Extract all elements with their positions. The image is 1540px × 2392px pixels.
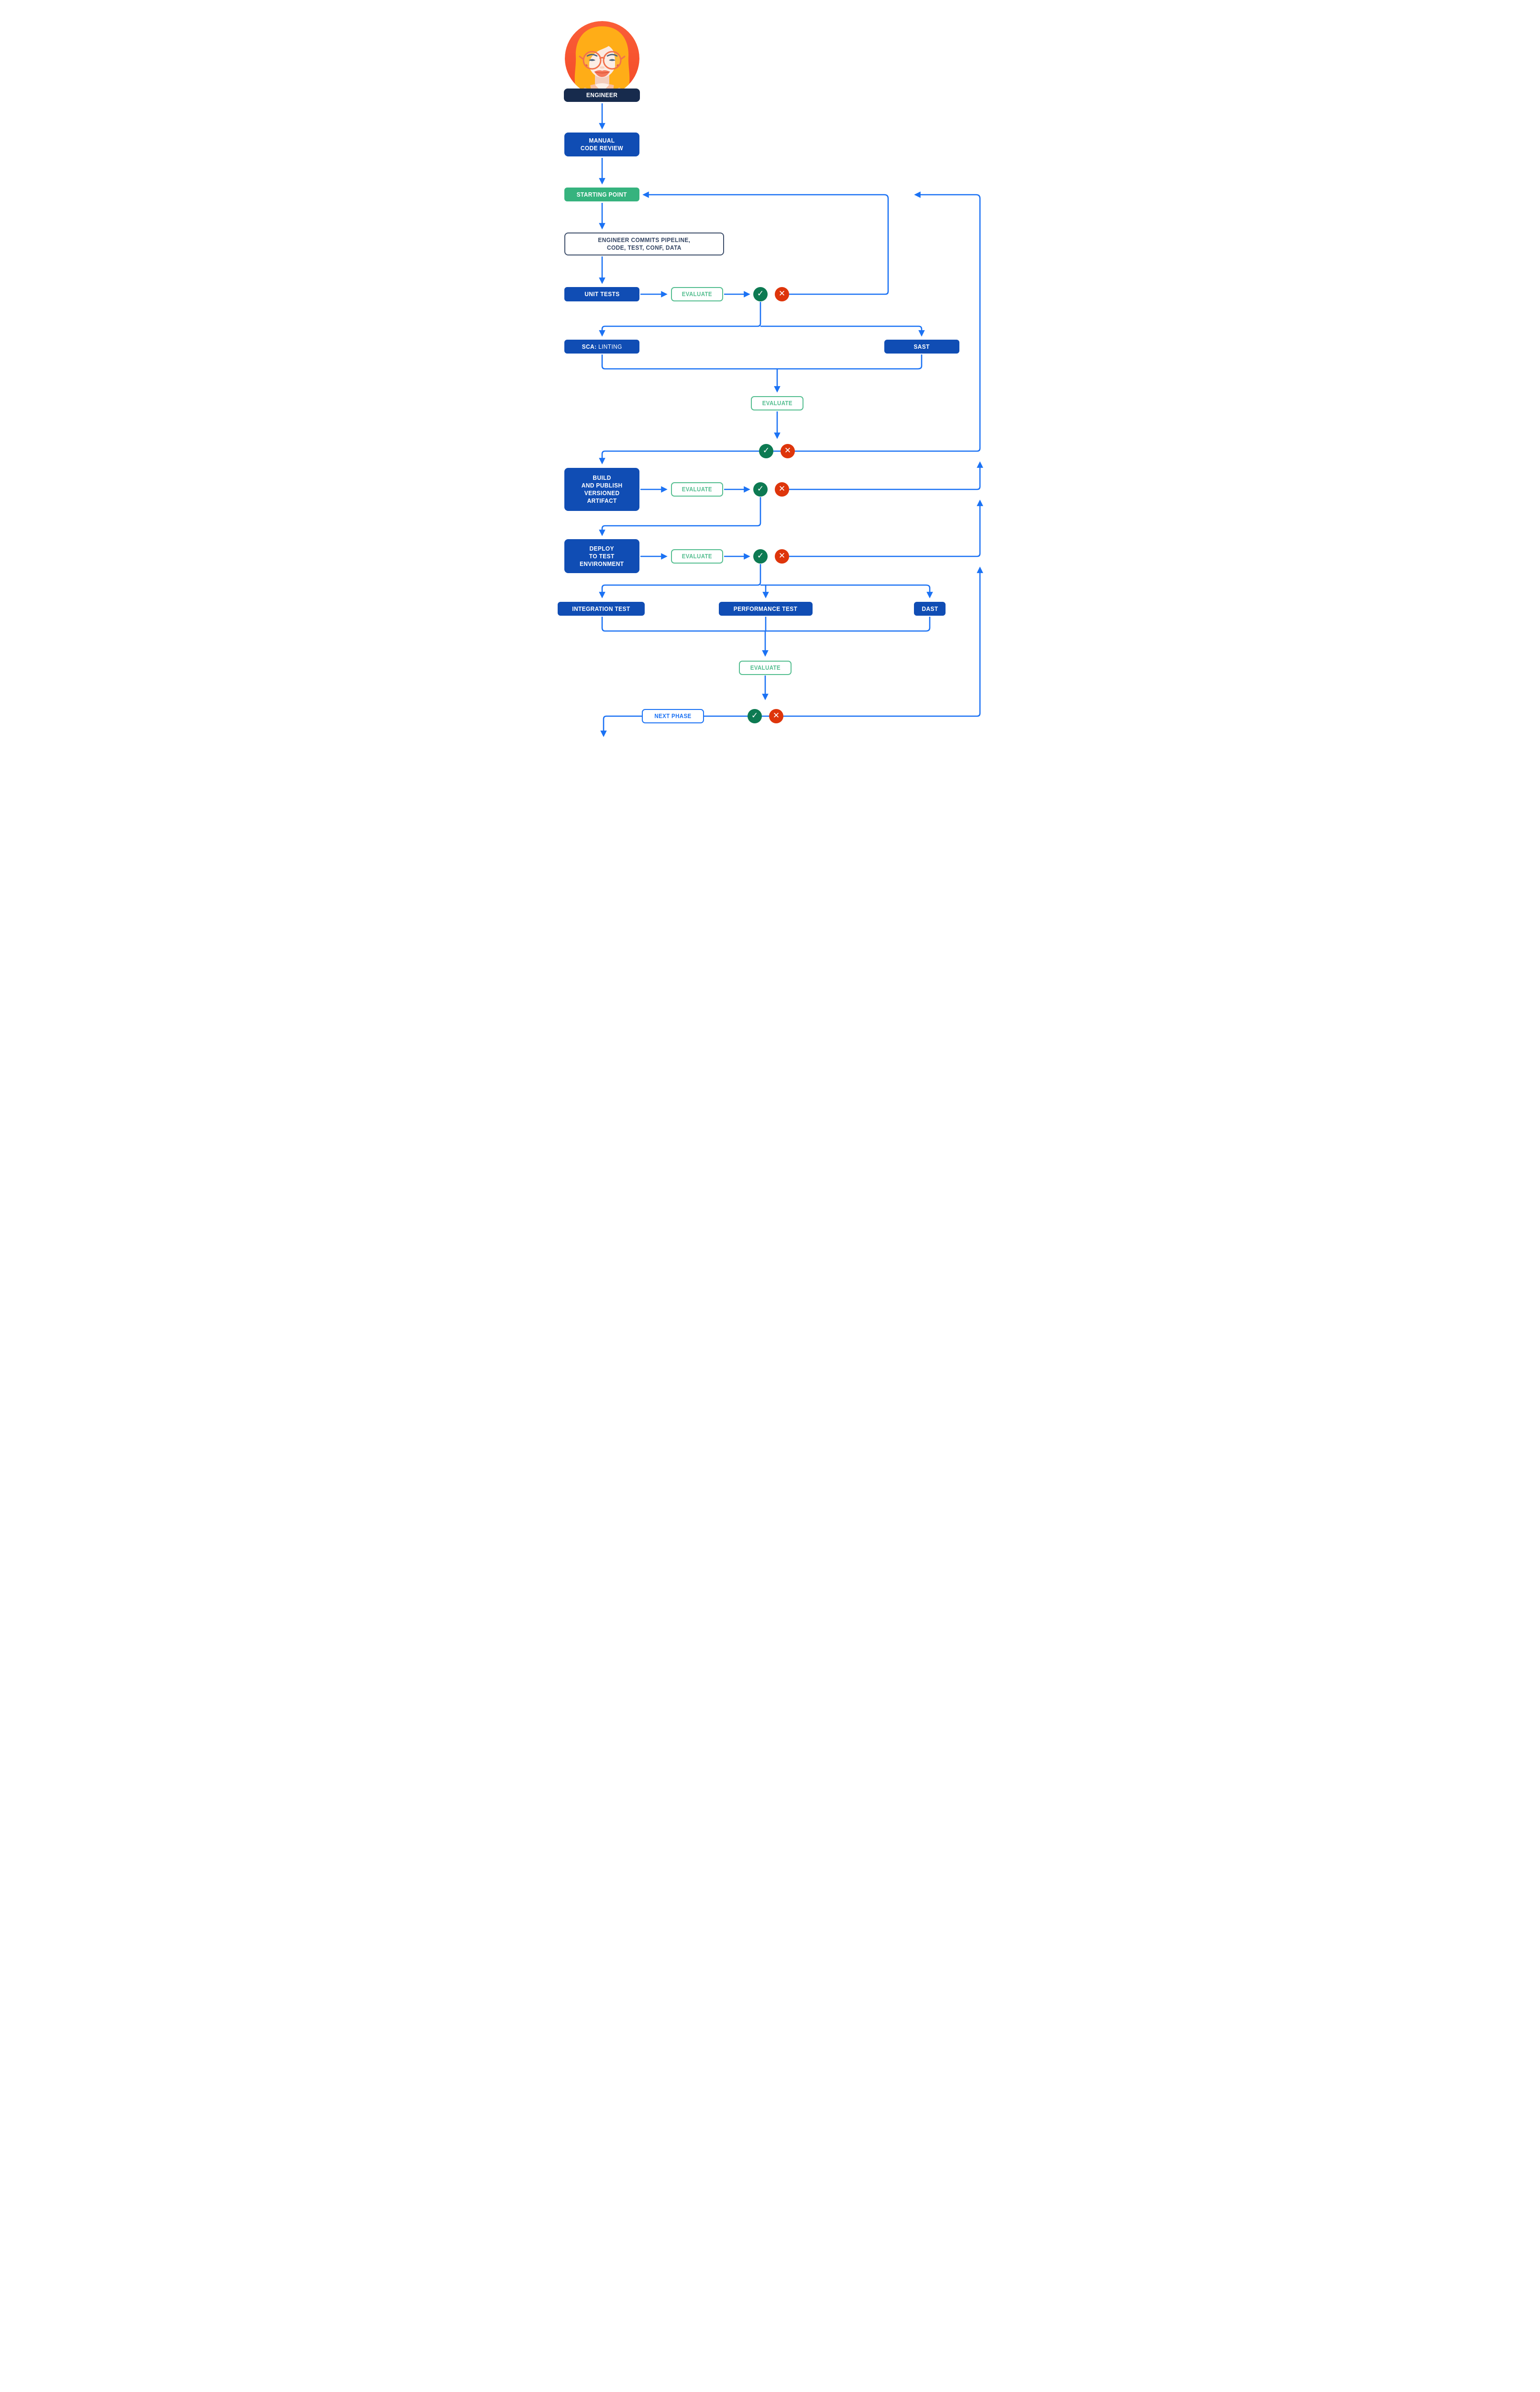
node-unit-tests: UNIT TESTS (564, 287, 639, 301)
node-manual-code-review: MANUAL CODE REVIEW (564, 133, 639, 156)
node-engineer-commits-label: ENGINEER COMMITS PIPELINE, CODE, TEST, C… (598, 236, 691, 251)
node-engineer: ENGINEER (564, 89, 640, 102)
cross-glyph: ✕ (778, 551, 786, 560)
node-sast-label: SAST (913, 343, 930, 350)
node-build-publish-artifact: BUILD AND PUBLISH VERSIONED ARTIFACT (564, 468, 639, 511)
fail-icon: ✕ (769, 709, 783, 723)
node-starting-point: STARTING POINT (564, 188, 639, 201)
node-engineer-commits: ENGINEER COMMITS PIPELINE, CODE, TEST, C… (564, 233, 724, 255)
fail-icon: ✕ (775, 549, 789, 564)
check-glyph: ✓ (757, 289, 764, 298)
check-glyph: ✓ (757, 551, 764, 560)
node-starting-point-label: STARTING POINT (576, 190, 627, 198)
node-evaluate-4-label: EVALUATE (682, 553, 713, 560)
fail-icon: ✕ (781, 444, 795, 458)
pass-icon: ✓ (753, 287, 768, 301)
node-sca-linting-label: SCA: LINTING (582, 343, 622, 351)
check-glyph: ✓ (762, 446, 770, 455)
node-dast-label: DAST (921, 605, 938, 612)
engineer-avatar-illustration (565, 21, 639, 96)
node-next-phase: NEXT PHASE (642, 709, 704, 723)
node-deploy-test-environment: DEPLOY TO TEST ENVIRONMENT (564, 539, 639, 573)
check-glyph: ✓ (757, 484, 764, 493)
node-engineer-label: ENGINEER (586, 91, 618, 99)
node-evaluate-3-label: EVALUATE (682, 486, 713, 493)
flowchart-canvas: ENGINEER MANUAL CODE REVIEW STARTING POI… (536, 0, 1004, 764)
pass-icon: ✓ (759, 444, 773, 458)
node-evaluate-1-label: EVALUATE (682, 291, 713, 298)
node-sca-linting: SCA: LINTING (564, 340, 639, 354)
node-evaluate-5-label: EVALUATE (750, 664, 781, 671)
fail-icon: ✕ (775, 287, 789, 301)
sca-rest: LINTING (596, 343, 622, 350)
node-evaluate-2-label: EVALUATE (762, 400, 792, 407)
engineer-avatar (561, 19, 643, 100)
connector-lines (599, 103, 983, 737)
cross-glyph: ✕ (784, 446, 792, 455)
node-sast: SAST (884, 340, 959, 354)
check-glyph: ✓ (751, 711, 759, 720)
node-unit-tests-label: UNIT TESTS (584, 290, 620, 298)
node-performance-test-label: PERFORMANCE TEST (734, 605, 798, 612)
node-evaluate-3: EVALUATE (671, 482, 723, 497)
node-evaluate-4: EVALUATE (671, 549, 723, 564)
node-next-phase-label: NEXT PHASE (654, 713, 692, 720)
node-evaluate-2: EVALUATE (751, 396, 803, 410)
node-dast: DAST (914, 602, 946, 616)
pass-icon: ✓ (753, 549, 768, 564)
sca-prefix: SCA: (582, 343, 597, 350)
cross-glyph: ✕ (778, 484, 786, 493)
node-manual-code-review-label: MANUAL CODE REVIEW (580, 137, 624, 152)
node-evaluate-5: EVALUATE (739, 661, 792, 675)
cross-glyph: ✕ (778, 289, 786, 298)
node-integration-test: INTEGRATION TEST (558, 602, 645, 616)
pass-icon: ✓ (753, 482, 768, 497)
node-evaluate-1: EVALUATE (671, 287, 723, 301)
pass-icon: ✓ (748, 709, 762, 723)
node-integration-test-label: INTEGRATION TEST (572, 605, 630, 612)
cross-glyph: ✕ (772, 711, 780, 720)
fail-icon: ✕ (775, 482, 789, 497)
node-deploy-test-environment-label: DEPLOY TO TEST ENVIRONMENT (580, 544, 624, 567)
node-build-publish-artifact-label: BUILD AND PUBLISH VERSIONED ARTIFACT (581, 474, 623, 504)
node-performance-test: PERFORMANCE TEST (719, 602, 813, 616)
